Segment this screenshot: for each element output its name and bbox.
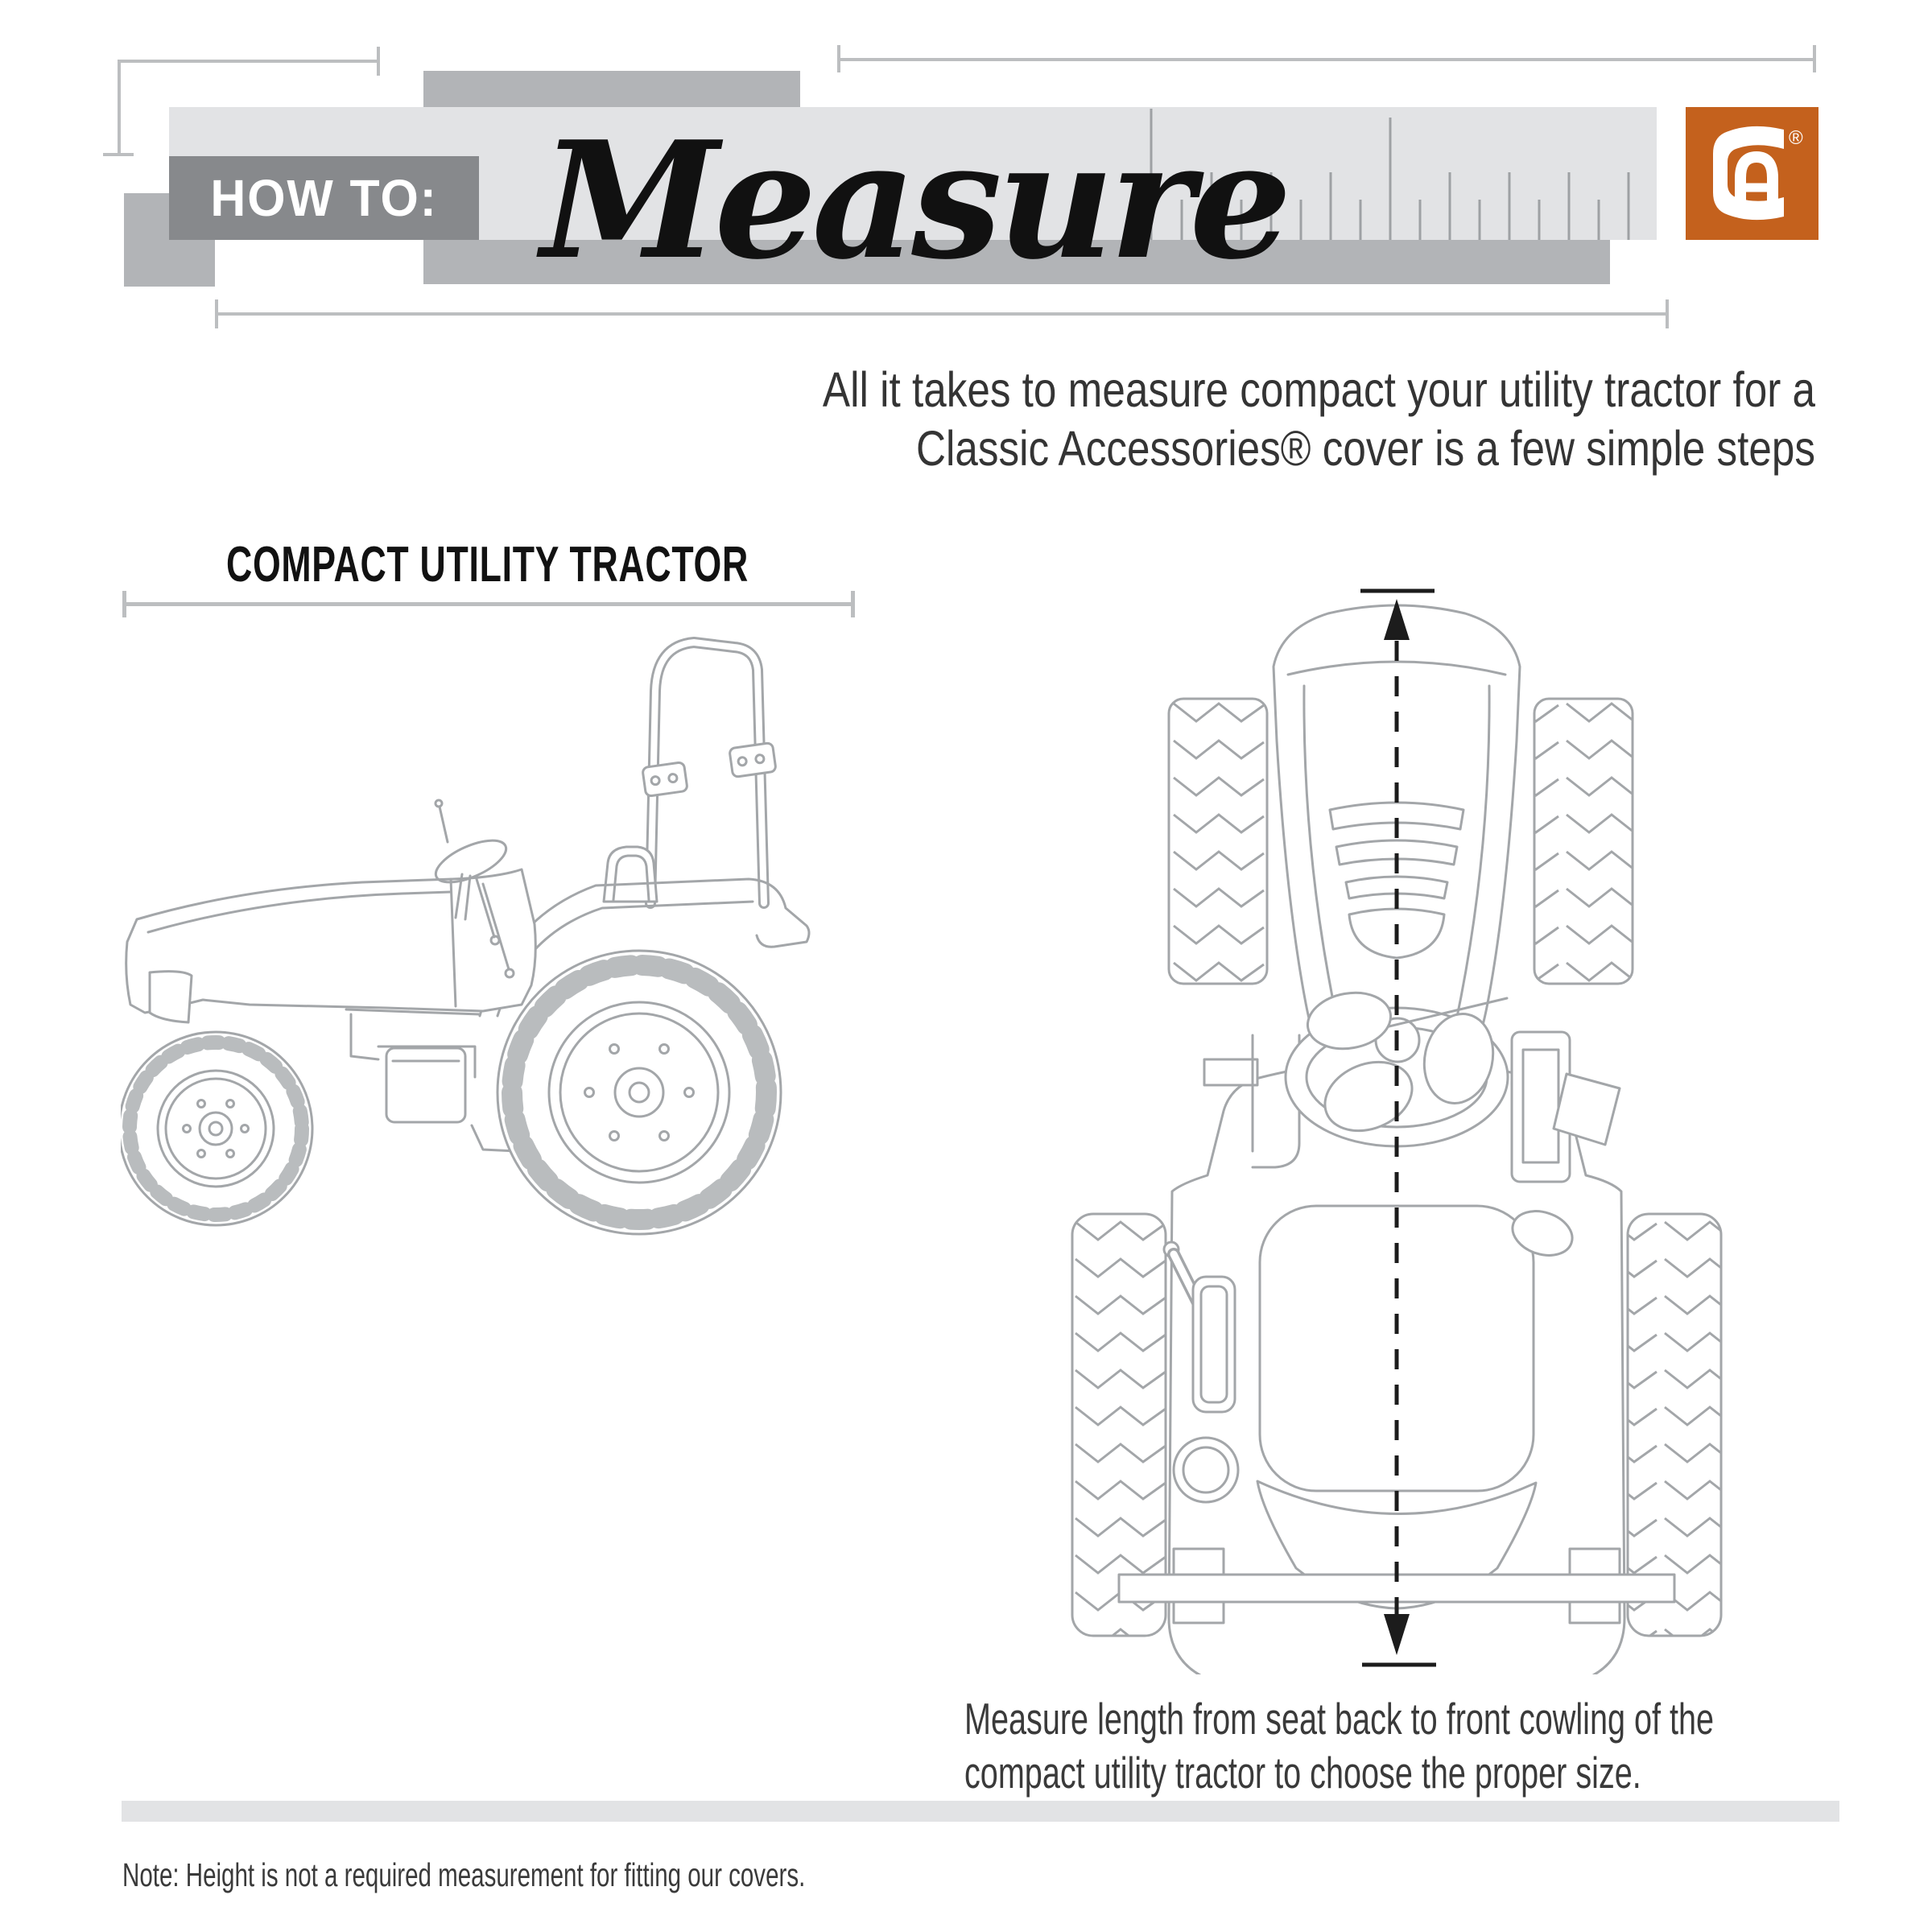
diagram-measure-line-right-tick — [851, 591, 855, 617]
ruler-graphic — [1150, 109, 1630, 240]
logo-registered-mark: ® — [1789, 127, 1803, 149]
header-measure-line-top-right-tick — [1813, 45, 1816, 72]
tractor-top-view-illustration — [1071, 588, 1723, 1674]
measurement-arrow — [1360, 588, 1436, 1667]
bracket-left-end-tick — [103, 153, 134, 156]
bracket-top-end-tick — [377, 47, 380, 76]
bracket-top-horizontal-line — [118, 60, 380, 63]
howto-label-box: HOW TO: — [169, 156, 479, 240]
page-title-script: Measure — [541, 106, 1292, 295]
header-measure-line-bottom-right-tick — [1666, 299, 1669, 328]
classic-accessories-logo: ® — [1686, 107, 1818, 240]
intro-line-2: Classic Accessories® cover is a few simp… — [915, 421, 1815, 476]
section-heading-compact-utility-tractor: COMPACT UTILITY TRACTOR — [226, 537, 749, 592]
intro-text: All it takes to measure compact your uti… — [666, 361, 1815, 478]
intro-line-1: All it takes to measure compact your uti… — [822, 362, 1815, 417]
header-measure-line-bottom-left-tick — [215, 299, 218, 328]
diagram-measure-line-left-tick — [122, 591, 126, 617]
tractor-side-view-illustration — [121, 637, 811, 1236]
header-measure-line-top — [837, 58, 1816, 61]
diagram-measure-line — [122, 602, 855, 606]
header-measure-line-bottom — [215, 312, 1669, 316]
howto-label: HOW TO: — [210, 169, 438, 227]
logo-letter-a-shape — [1735, 151, 1778, 205]
header-gray-block-bottom — [423, 240, 1610, 284]
bracket-left-vertical-line — [118, 60, 121, 156]
footer-note: Note: Height is not a required measureme… — [122, 1856, 806, 1893]
measure-caption: Measure length from seat back to front c… — [964, 1692, 1714, 1800]
caption-line-2: compact utility tractor to choose the pr… — [964, 1748, 1641, 1798]
logo-letter-c-shape — [1713, 126, 1784, 221]
header-measure-line-top-left-tick — [837, 45, 840, 72]
footer-divider-bar — [122, 1801, 1839, 1822]
caption-line-1: Measure length from seat back to front c… — [964, 1694, 1715, 1744]
